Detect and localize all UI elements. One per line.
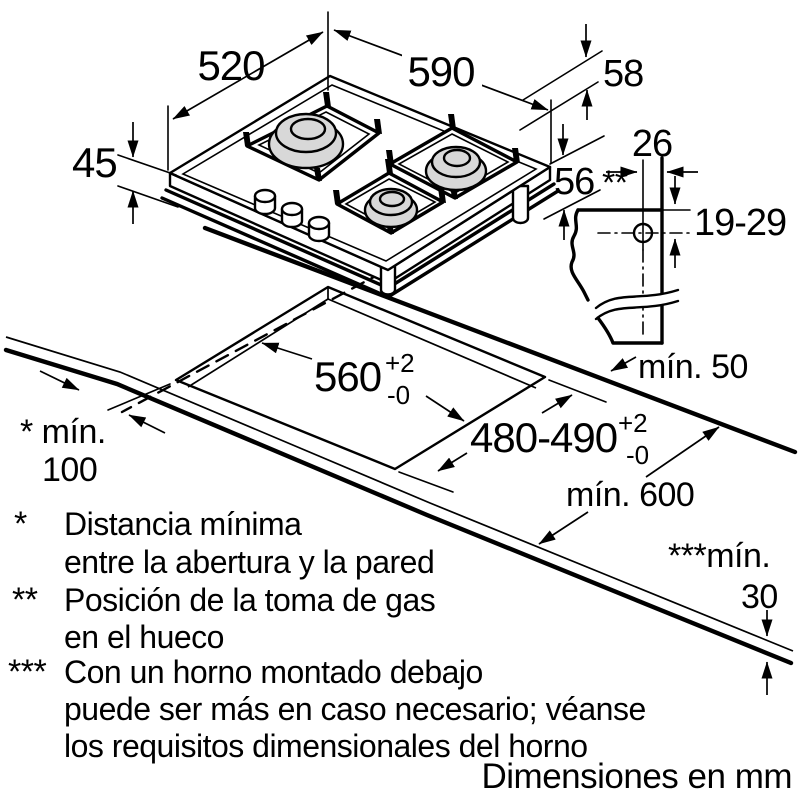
dim-label-cutout-depth: 480-490 [470, 414, 617, 461]
footnote-2-marker: ** [12, 581, 38, 619]
dim-value-wall-clearance: 100 [42, 451, 97, 489]
countertop-drawing [3, 225, 798, 666]
dim-arrow-560-right [425, 395, 465, 422]
hob-drawing [160, 74, 560, 299]
cutout-dimensions: 560 +2 -0 480-490 +2 -0 mín. 600 * mín. … [20, 342, 778, 695]
burner-right-cap [442, 148, 472, 168]
knob-1 [253, 188, 277, 204]
knob-3 [307, 215, 331, 231]
dim-label-hob-height: 45 [72, 139, 117, 186]
gas-tap-point [632, 222, 654, 244]
dim-arrow-480-right [541, 394, 573, 414]
dim-label-gas-tap-offset: 26 [632, 123, 672, 165]
break-arc-1 [594, 288, 680, 310]
burner-front-cap [378, 190, 406, 208]
dim-arrow-600-back [645, 426, 720, 478]
footnote-3-line-2: puede ser más en caso necesario; véanse [64, 691, 646, 727]
ext-56-top [549, 135, 605, 165]
pan-support-prong [374, 119, 382, 134]
burner-large-cap [289, 117, 327, 141]
footnote-3-line-3: los requisitos dimensionales del horno [64, 728, 588, 764]
control-knobs [253, 188, 331, 243]
pan-support-prong [243, 132, 251, 147]
dim-label-cutout-width: 560 [314, 353, 381, 400]
dim-label-gas-drop: 56 [554, 161, 594, 203]
profile-left-edge-lower [596, 316, 664, 345]
label-mask [402, 48, 482, 88]
hob-dimensions: 520 590 58 45 56 ** [72, 11, 644, 240]
dim-label-counter-thickness: ***mín. [668, 537, 770, 575]
ext-45-top [117, 154, 177, 176]
knob-2 [280, 201, 304, 217]
units-note: Dimensiones en mm [482, 757, 793, 796]
ext-cutout-left [107, 383, 171, 411]
pan-support-prong [333, 190, 341, 205]
dim-label-cutout-depth-tol-plus: +2 [618, 408, 648, 438]
footnote-1-line-1: Distancia mínima [64, 506, 302, 542]
ext-56-bottom [543, 189, 601, 220]
dim-label-rim-offset: 58 [603, 53, 643, 95]
hob-leg-right [511, 184, 530, 225]
dim-value-counter-thickness: 30 [741, 578, 778, 616]
footnote-3-marker: *** [8, 653, 46, 691]
dim-label-hob-depth: 520 [197, 42, 264, 89]
dim-label-cutout-depth-tol-minus: -0 [626, 440, 649, 470]
projection-dashed-line [120, 270, 385, 414]
dim-label-counter-depth: mín. 600 [566, 476, 694, 514]
dim-arrow-560-left [261, 342, 313, 360]
cutout-opening [174, 285, 547, 471]
dim-arrow-100-wall [39, 370, 80, 391]
dim-label-wall-clearance: * mín. [20, 413, 106, 451]
ext-cutout-right [548, 379, 607, 403]
dim-label-hob-width: 590 [407, 48, 474, 95]
break-arc-2 [594, 299, 680, 321]
footnotes: * Distancia mínima entre la abertura y l… [8, 505, 793, 796]
cutout-inner-edge-right [327, 298, 537, 389]
pan-support-prong [385, 159, 393, 174]
ext-cutout-front [398, 471, 454, 493]
footnote-1-line-2: entre la abertura y la pared [64, 544, 434, 580]
burner-front [333, 159, 446, 235]
dim-line-520 [172, 31, 324, 120]
footnote-2-line-2: en el hueco [64, 619, 224, 655]
ext-45-bottom [117, 185, 179, 208]
pan-support-prong [314, 168, 322, 181]
counter-front-edge-top [5, 336, 794, 652]
profile-left-edge-upper [569, 208, 590, 302]
dim-arrow-100-cutout [128, 414, 166, 434]
dim-ref-gas-drop: ** [602, 164, 628, 202]
dim-arrow-min50 [610, 356, 637, 372]
dim-label-rear-clearance: mín. 50 [638, 348, 748, 386]
dim-arrow-600-front [538, 511, 589, 545]
hob-base-line-2 [160, 189, 560, 299]
counter-front-edge-bottom [3, 347, 794, 666]
dim-label-cutout-width-tol-plus: +2 [385, 348, 415, 378]
gas-connection-detail: 26 19-29 mín. 50 [569, 123, 787, 386]
burner-right [386, 114, 520, 200]
counter-back-edge [202, 225, 798, 455]
ext-rim-a [522, 50, 603, 101]
pan-support-prong [448, 114, 456, 129]
burner-large [243, 92, 382, 182]
dim-label-cutout-width-tol-minus: -0 [387, 380, 410, 410]
dim-arrow-480-left [437, 452, 468, 472]
pan-support-prong [323, 92, 331, 107]
break-mask [592, 290, 680, 318]
footnote-1-marker: * [14, 505, 27, 543]
dim-label-gas-tap-depth: 19-29 [694, 202, 786, 244]
pan-support-prong [438, 188, 446, 203]
hob-leg-front [379, 264, 397, 296]
pan-support-prong [512, 148, 520, 163]
footnote-3-line-1: Con un horno montado debajo [64, 654, 483, 690]
footnote-2-line-1: Posición de la toma de gas [64, 582, 435, 618]
